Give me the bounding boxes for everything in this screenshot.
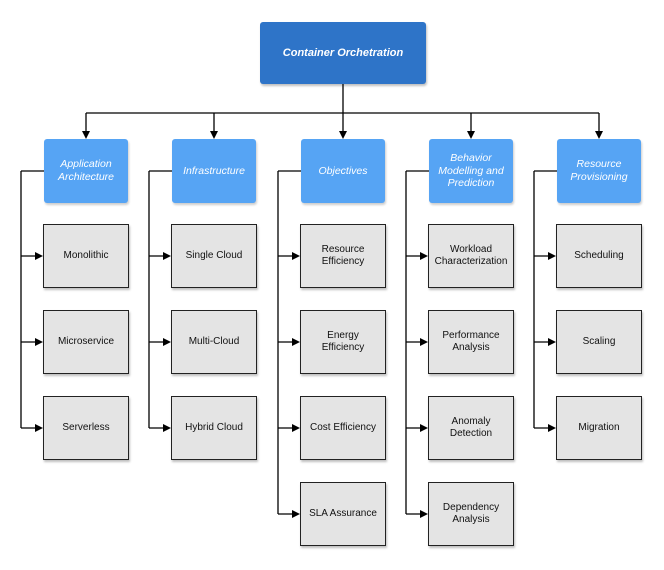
- leaf-microservice: Microservice: [43, 310, 129, 374]
- leaf-cost-efficiency: Cost Efficiency: [300, 396, 386, 460]
- category-arrow: [595, 131, 603, 139]
- leaf-arrow: [292, 510, 300, 518]
- leaf-hybrid-cloud: Hybrid Cloud: [171, 396, 257, 460]
- leaf-serverless: Serverless: [43, 396, 129, 460]
- leaf-monolithic: Monolithic: [43, 224, 129, 288]
- leaf-anomaly-detection: Anomaly Detection: [428, 396, 514, 460]
- leaf-arrow: [420, 252, 428, 260]
- leaf-arrow: [548, 252, 556, 260]
- leaf-dependency-analysis: Dependency Analysis: [428, 482, 514, 546]
- category-resource-provisioning: Resource Provisioning: [557, 139, 641, 203]
- category-arrow: [82, 131, 90, 139]
- category-arrow: [467, 131, 475, 139]
- leaf-arrow: [163, 424, 171, 432]
- root-node: Container Orchetration: [260, 22, 426, 84]
- leaf-migration: Migration: [556, 396, 642, 460]
- leaf-arrow: [292, 424, 300, 432]
- leaf-arrow: [420, 338, 428, 346]
- leaf-arrow: [35, 252, 43, 260]
- leaf-arrow: [292, 338, 300, 346]
- leaf-scheduling: Scheduling: [556, 224, 642, 288]
- category-arrow: [210, 131, 218, 139]
- leaf-arrow: [163, 252, 171, 260]
- leaf-arrow: [548, 338, 556, 346]
- leaf-arrow: [548, 424, 556, 432]
- category-arrow: [339, 131, 347, 139]
- leaf-arrow: [420, 510, 428, 518]
- leaf-energy-efficiency: Energy Efficiency: [300, 310, 386, 374]
- category-behavior-modelling: Behavior Modelling and Prediction: [429, 139, 513, 203]
- leaf-arrow: [35, 338, 43, 346]
- leaf-sla-assurance: SLA Assurance: [300, 482, 386, 546]
- leaf-arrow: [292, 252, 300, 260]
- leaf-arrow: [163, 338, 171, 346]
- leaf-multi-cloud: Multi-Cloud: [171, 310, 257, 374]
- leaf-performance-analysis: Performance Analysis: [428, 310, 514, 374]
- category-infrastructure: Infrastructure: [172, 139, 256, 203]
- leaf-workload-characterization: Workload Characterization: [428, 224, 514, 288]
- leaf-arrow: [420, 424, 428, 432]
- leaf-resource-efficiency: Resource Efficiency: [300, 224, 386, 288]
- leaf-arrow: [35, 424, 43, 432]
- category-application-architecture: Application Architecture: [44, 139, 128, 203]
- leaf-scaling: Scaling: [556, 310, 642, 374]
- leaf-single-cloud: Single Cloud: [171, 224, 257, 288]
- category-objectives: Objectives: [301, 139, 385, 203]
